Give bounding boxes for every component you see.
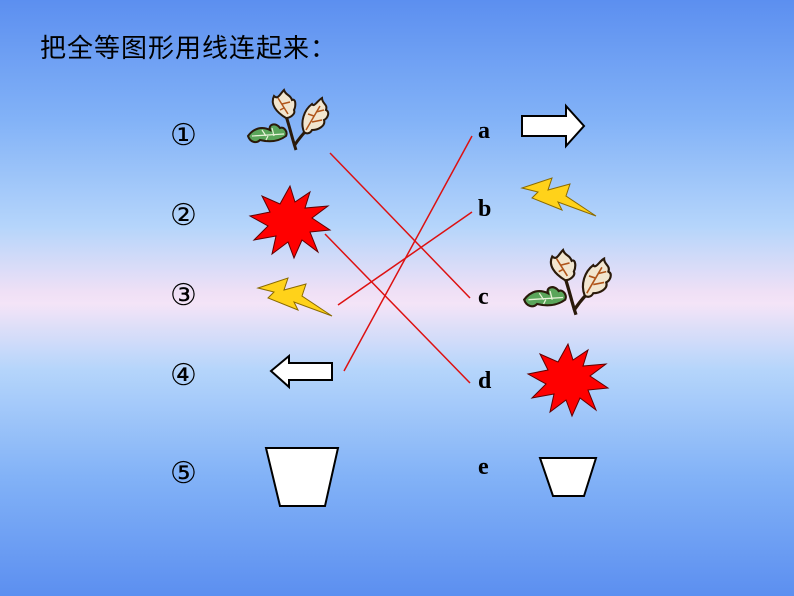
arrow-right-icon (521, 103, 586, 149)
left-label-1: ① (170, 118, 197, 153)
right-label-e: e (478, 454, 489, 480)
connect-line-1-c (329, 152, 471, 299)
right-label-d: d (478, 368, 492, 394)
right-label-a: a (478, 118, 490, 144)
left-label-3: ③ (170, 278, 197, 313)
trapezoid-icon (538, 457, 598, 497)
left-label-2: ② (170, 198, 197, 233)
connect-line-4-a (343, 135, 473, 372)
instruction-title: 把全等图形用线连起来： (40, 34, 338, 64)
starburst-icon (249, 185, 331, 259)
lightning-icon (257, 277, 333, 317)
connect-line-2-d (324, 233, 471, 384)
lightning-icon (521, 177, 597, 217)
right-label-b: b (478, 196, 492, 222)
left-label-4: ④ (170, 358, 197, 393)
starburst-icon (527, 343, 609, 417)
arrow-left-icon (269, 353, 333, 390)
leaf-icon (246, 88, 330, 152)
left-label-5: ⑤ (170, 456, 197, 491)
leaf-icon (522, 248, 613, 317)
right-label-c: c (478, 284, 489, 310)
trapezoid-icon (264, 447, 340, 507)
